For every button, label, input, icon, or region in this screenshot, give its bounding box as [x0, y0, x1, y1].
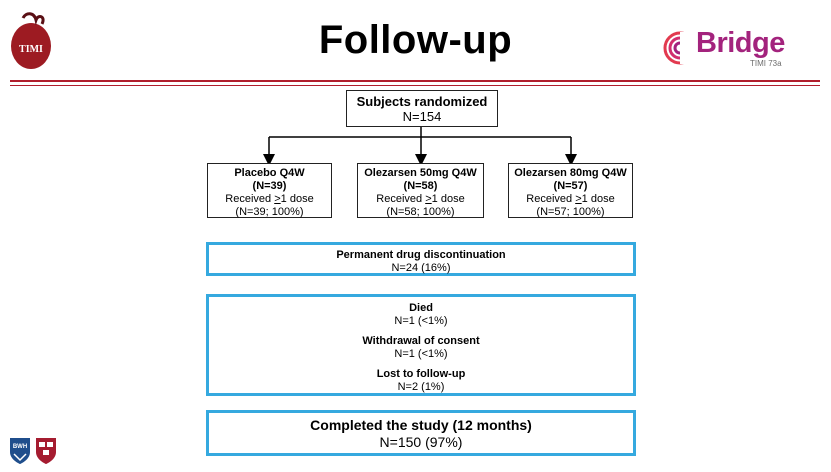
arm-box-olezarsen-80: Olezarsen 80mg Q4W (N=57) Received >1 do…: [508, 163, 633, 218]
event-died: Died N=1 (<1%): [209, 302, 633, 328]
events-box: Died N=1 (<1%) Withdrawal of consent N=1…: [206, 294, 636, 396]
arm-dose-n: (N=58; 100%): [386, 206, 455, 218]
event-n: N=1 (<1%): [394, 348, 448, 360]
arm-dose-line: Received >1 dose: [526, 193, 615, 205]
event-title: Withdrawal of consent: [362, 335, 480, 347]
svg-text:BWH: BWH: [13, 444, 27, 450]
arm-box-olezarsen-50: Olezarsen 50mg Q4W (N=58) Received >1 do…: [357, 163, 484, 218]
event-withdrawal: Withdrawal of consent N=1 (<1%): [209, 335, 633, 361]
timi-logo-text: TIMI: [19, 44, 43, 55]
discontinuation-n: N=24 (16%): [391, 262, 451, 274]
event-n: N=2 (1%): [397, 381, 445, 393]
subjects-randomized-box: Subjects randomized N=154: [346, 90, 498, 127]
arm-dose-n: (N=57; 100%): [536, 206, 605, 218]
arm-dose-n: (N=39; 100%): [235, 206, 304, 218]
event-title: Lost to follow-up: [376, 368, 466, 380]
harvard-shield-icon: [36, 438, 56, 464]
header-rule-bottom: [10, 85, 820, 86]
arm-box-placebo: Placebo Q4W (N=39) Received >1 dose (N=3…: [207, 163, 332, 218]
bridge-logo-icon: [663, 31, 698, 65]
completed-title: Completed the study (12 months): [310, 417, 532, 433]
discontinuation-box: Permanent drug discontinuation N=24 (16%…: [206, 242, 636, 276]
root-title: Subjects randomized: [356, 94, 488, 109]
event-title: Died: [409, 302, 433, 314]
bwh-shield-icon: BWH: [10, 438, 30, 464]
header-rule-top: [10, 80, 820, 82]
bridge-logo-text: Bridge: [696, 27, 785, 59]
arm-dose-line: Received >1 dose: [376, 193, 465, 205]
arm-name: Olezarsen 80mg Q4W: [514, 167, 627, 179]
completed-box: Completed the study (12 months) N=150 (9…: [206, 410, 636, 456]
discontinuation-title: Permanent drug discontinuation: [336, 249, 506, 261]
page-title: Follow-up: [318, 18, 513, 62]
arm-dose-line: Received >1 dose: [225, 193, 314, 205]
bridge-logo-subtext: TIMI 73a: [750, 59, 782, 68]
arm-n: (N=39): [252, 180, 287, 192]
arm-n: (N=57): [553, 180, 588, 192]
arm-name: Olezarsen 50mg Q4W: [364, 167, 477, 179]
timi-logo: TIMI: [11, 12, 51, 69]
event-n: N=1 (<1%): [394, 315, 448, 327]
arm-name: Placebo Q4W: [234, 167, 305, 179]
completed-n: N=150 (97%): [379, 434, 463, 450]
root-n: N=154: [402, 109, 442, 124]
arm-n: (N=58): [403, 180, 438, 192]
event-lost: Lost to follow-up N=2 (1%): [209, 368, 633, 394]
